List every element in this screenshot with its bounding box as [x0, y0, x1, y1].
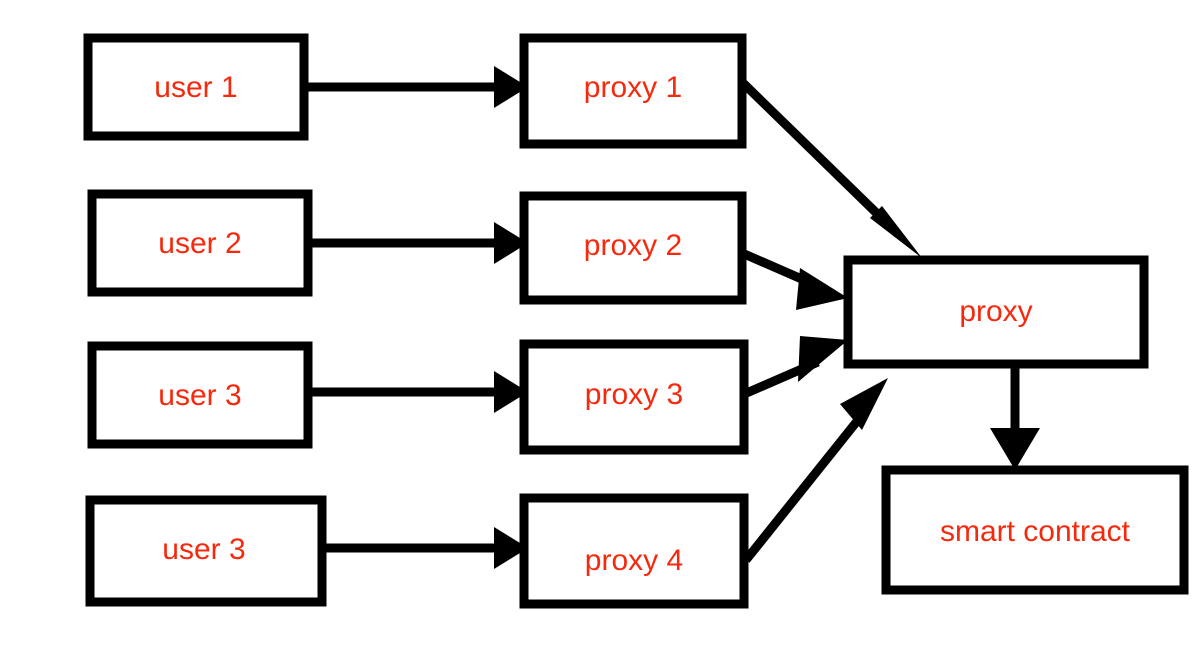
- node-user3[interactable]: user 3: [87, 341, 313, 449]
- edge-proxy4-to-aggregator: [742, 378, 888, 563]
- arrowhead-icon: [840, 378, 888, 430]
- node-user3-label: user 3: [158, 379, 241, 412]
- node-user2-label: user 2: [158, 227, 241, 260]
- edge-proxy1-to-aggregator: [738, 78, 922, 258]
- node-proxy4[interactable]: proxy 4: [519, 493, 749, 609]
- node-smart-contract[interactable]: smart contract: [881, 465, 1189, 595]
- node-user2[interactable]: user 2: [87, 189, 313, 297]
- arrowhead-icon: [798, 336, 848, 382]
- node-user1[interactable]: user 1: [83, 33, 309, 141]
- node-proxy2-label: proxy 2: [584, 229, 682, 262]
- node-proxy1[interactable]: proxy 1: [519, 33, 747, 149]
- edge-proxy3-to-aggregator: [740, 336, 848, 400]
- arrowhead-icon: [494, 222, 528, 264]
- arrowhead-icon: [990, 428, 1040, 470]
- edge-user2-to-proxy2: [308, 222, 528, 264]
- node-user4[interactable]: user 3: [85, 495, 327, 607]
- node-aggregator-proxy[interactable]: proxy: [843, 255, 1149, 369]
- node-user1-label: user 1: [154, 71, 237, 104]
- node-aggregator-label: proxy: [959, 295, 1032, 328]
- node-proxy3[interactable]: proxy 3: [519, 339, 749, 455]
- node-smart-contract-label: smart contract: [940, 515, 1131, 548]
- node-proxy3-label: proxy 3: [585, 378, 683, 411]
- arrowhead-icon: [796, 268, 848, 310]
- arrowhead-icon: [870, 206, 922, 258]
- arrowhead-icon: [494, 371, 528, 413]
- node-proxy2[interactable]: proxy 2: [519, 191, 747, 305]
- node-user4-label: user 3: [162, 533, 245, 566]
- edge-user3-to-proxy3: [308, 371, 528, 413]
- arrowhead-icon: [494, 66, 528, 108]
- node-proxy1-label: proxy 1: [584, 71, 682, 104]
- edge-user1-to-proxy1: [308, 66, 528, 108]
- edge-user4-to-proxy4: [308, 527, 528, 569]
- node-proxy4-label: proxy 4: [585, 544, 683, 577]
- arrowhead-icon: [494, 527, 528, 569]
- edge-proxy2-to-aggregator: [740, 248, 848, 310]
- edge-aggregator-to-contract: [990, 362, 1040, 470]
